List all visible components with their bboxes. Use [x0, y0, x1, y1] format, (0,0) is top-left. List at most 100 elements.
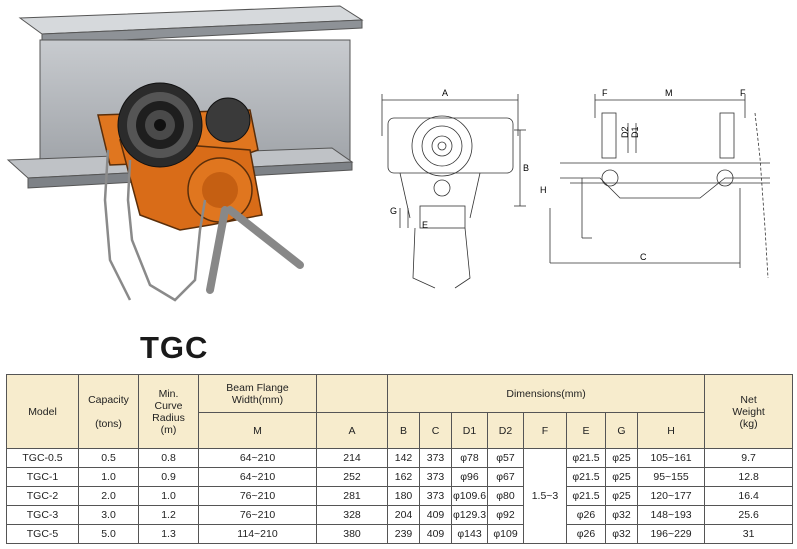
cell-d2: φ109 [487, 524, 524, 544]
cell-a: 380 [316, 524, 388, 544]
cell-model: TGC-3 [6, 505, 79, 525]
header-b: B [387, 412, 420, 449]
table-row: TGC-5 5.0 1.3 114~210 380 239 409 φ143 φ… [6, 524, 794, 544]
cell-f-shared: 1.5~3 [523, 448, 567, 544]
cell-d2: φ57 [487, 448, 524, 468]
header-blank [316, 374, 388, 413]
cell-model: TGC-0.5 [6, 448, 79, 468]
cell-e: φ26 [566, 505, 606, 525]
cell-d1: φ109.6 [451, 486, 488, 506]
cell-b: 180 [387, 486, 420, 506]
cell-c: 409 [419, 524, 452, 544]
dim-label-D1: D1 [630, 126, 640, 138]
cell-b: 204 [387, 505, 420, 525]
cell-radius: 1.3 [138, 524, 199, 544]
cell-capacity: 5.0 [78, 524, 139, 544]
cell-capacity: 2.0 [78, 486, 139, 506]
dim-label-C: C [640, 252, 647, 262]
cell-c: 373 [419, 448, 452, 468]
cell-d1: φ78 [451, 448, 488, 468]
cell-model: TGC-5 [6, 524, 79, 544]
dim-label-G: G [390, 206, 397, 216]
header-capacity: Capacity(tons) [78, 374, 139, 449]
cell-d2: φ80 [487, 486, 524, 506]
dim-label-A: A [442, 88, 448, 98]
header-model: Model [6, 374, 79, 449]
dim-label-B: B [523, 163, 529, 173]
cell-model: TGC-1 [6, 467, 79, 487]
front-view-diagram: A B G E [381, 88, 529, 289]
table-row: TGC-1 1.0 0.9 64~210 252 162 373 φ96 φ67… [6, 467, 794, 487]
cell-weight: 25.6 [704, 505, 794, 525]
cell-radius: 1.0 [138, 486, 199, 506]
cell-radius: 1.2 [138, 505, 199, 525]
cell-d1: φ96 [451, 467, 488, 487]
cell-g: φ32 [605, 524, 638, 544]
dim-label-H: H [540, 185, 547, 195]
cell-m: 64~210 [198, 448, 317, 468]
side-view-diagram: F M F D2 D1 H C [540, 88, 770, 279]
dim-label-E: E [422, 220, 428, 230]
cell-g: φ25 [605, 486, 638, 506]
cell-weight: 9.7 [704, 448, 794, 468]
cell-h: 120~177 [636, 486, 706, 506]
cell-weight: 31 [704, 524, 794, 544]
header-dimensions: Dimensions(mm) [386, 374, 706, 413]
cell-a: 328 [316, 505, 388, 525]
cell-d1: φ129.3 [451, 505, 488, 525]
cell-a: 214 [316, 448, 388, 468]
dim-label-M: M [665, 88, 673, 98]
table-row: TGC-0.5 0.5 0.8 64~210 214 142 373 φ78 φ… [6, 448, 794, 544]
dim-label-D2: D2 [620, 126, 630, 138]
cell-e: φ21.5 [566, 467, 606, 487]
cell-model: TGC-2 [6, 486, 79, 506]
cell-radius: 0.9 [138, 467, 199, 487]
cell-b: 142 [387, 448, 420, 468]
cell-capacity: 3.0 [78, 505, 139, 525]
cell-b: 239 [387, 524, 420, 544]
cell-g: φ25 [605, 448, 638, 468]
cell-m: 114~210 [198, 524, 317, 544]
cell-m: 76~210 [198, 505, 317, 525]
cell-g: φ25 [605, 467, 638, 487]
cell-capacity: 1.0 [78, 467, 139, 487]
header-h: H [636, 412, 706, 449]
dim-label-F-left: F [602, 88, 608, 98]
cell-weight: 12.8 [704, 467, 794, 487]
cell-c: 373 [419, 486, 452, 506]
model-title: TGC [140, 330, 209, 365]
cell-h: 148~193 [636, 505, 706, 525]
header-e: E [566, 412, 606, 449]
cell-h: 196~229 [636, 524, 706, 544]
cell-d2: φ67 [487, 467, 524, 487]
header-d1: D1 [451, 412, 488, 449]
cell-weight: 16.4 [704, 486, 794, 506]
cell-e: φ21.5 [566, 448, 606, 468]
cell-h: 95~155 [636, 467, 706, 487]
product-photo [6, 5, 364, 302]
table-row: TGC-3 3.0 1.2 76~210 328 204 409 φ129.3 … [6, 505, 794, 525]
cell-m: 64~210 [198, 467, 317, 487]
cell-c: 409 [419, 505, 452, 525]
header-d2: D2 [487, 412, 524, 449]
header-g: G [605, 412, 638, 449]
header-a: A [316, 412, 388, 449]
cell-m: 76~210 [198, 486, 317, 506]
cell-capacity: 0.5 [78, 448, 139, 468]
cell-e: φ21.5 [566, 486, 606, 506]
cell-d1: φ143 [451, 524, 488, 544]
table-row: TGC-2 2.0 1.0 76~210 281 180 373 φ109.6 … [6, 486, 794, 506]
cell-b: 162 [387, 467, 420, 487]
cell-a: 252 [316, 467, 388, 487]
cell-e: φ26 [566, 524, 606, 544]
cell-c: 373 [419, 467, 452, 487]
cell-a: 281 [316, 486, 388, 506]
cell-h: 105~161 [636, 448, 706, 468]
header-c: C [419, 412, 452, 449]
cell-g: φ32 [605, 505, 638, 525]
header-m: M [198, 412, 317, 449]
